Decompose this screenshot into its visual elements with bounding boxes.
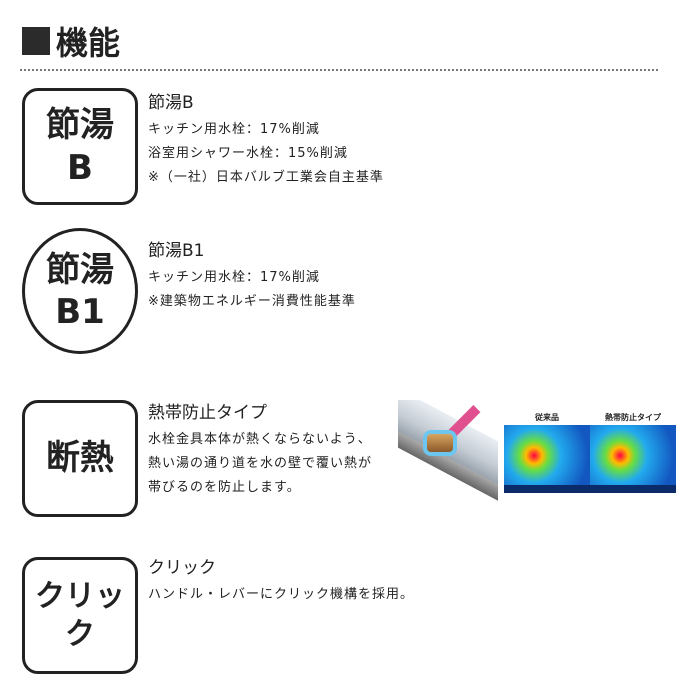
feature-click: クリック ハンドル・レバーにクリック機構を採用。 <box>148 553 414 607</box>
thermography-conventional-image <box>504 425 590 493</box>
thermo-label-heat-prevention: 熱帯防止タイプ <box>605 413 661 422</box>
feature-setsuyu-b1: 節湯B1 キッチン用水栓：17%削減 ※建築物エネルギー消費性能基準 <box>148 236 356 314</box>
thermography-heat-prevention-image <box>590 425 676 493</box>
feature-line: 浴室用シャワー水栓：15%削減 <box>148 146 348 161</box>
feature-line: 帯びるのを防止します。 <box>148 480 301 495</box>
feature-setsuyu-b: 節湯B キッチン用水栓：17%削減 浴室用シャワー水栓：15%削減 ※（一社）日… <box>148 88 384 190</box>
feature-heading: 節湯B1 <box>148 241 205 261</box>
icon-text: クリック <box>35 579 125 652</box>
section-title: 機能 <box>22 18 120 64</box>
feature-line: キッチン用水栓：17%削減 <box>148 122 320 137</box>
feature-line: ※建築物エネルギー消費性能基準 <box>148 294 356 309</box>
faucet-cutaway-image <box>398 400 498 505</box>
feature-heading: クリック <box>148 558 216 578</box>
feature-line: 水栓金具本体が熱くならないよう、 <box>148 432 372 447</box>
feature-line: ハンドル・レバーにクリック機構を採用。 <box>148 587 415 602</box>
feature-line: キッチン用水栓：17%削減 <box>148 270 320 285</box>
feature-line: 熱い湯の通り道を水の壁で覆い熱が <box>148 456 373 471</box>
icon-text: 断熱 <box>46 438 114 479</box>
icon-text: 節湯 <box>46 249 114 290</box>
square-bullet-icon <box>22 27 50 55</box>
dotted-divider <box>20 69 658 71</box>
dannetsu-icon: 断熱 <box>22 400 138 517</box>
click-icon: クリック <box>22 557 138 674</box>
feature-heading: 節湯B <box>148 93 194 113</box>
icon-text: B <box>67 147 93 188</box>
feature-heat-prevention: 熱帯防止タイプ 水栓金具本体が熱くならないよう、 熱い湯の通り道を水の壁で覆い熱… <box>148 398 372 500</box>
thermo-label-conventional: 従来品 <box>535 413 559 422</box>
feature-heading: 熱帯防止タイプ <box>148 403 267 423</box>
section-title-text: 機能 <box>56 24 121 62</box>
icon-text: B1 <box>55 292 105 332</box>
icon-text: 節湯 <box>46 105 114 145</box>
feature-line: ※（一社）日本バルブ工業会自主基準 <box>148 170 384 185</box>
